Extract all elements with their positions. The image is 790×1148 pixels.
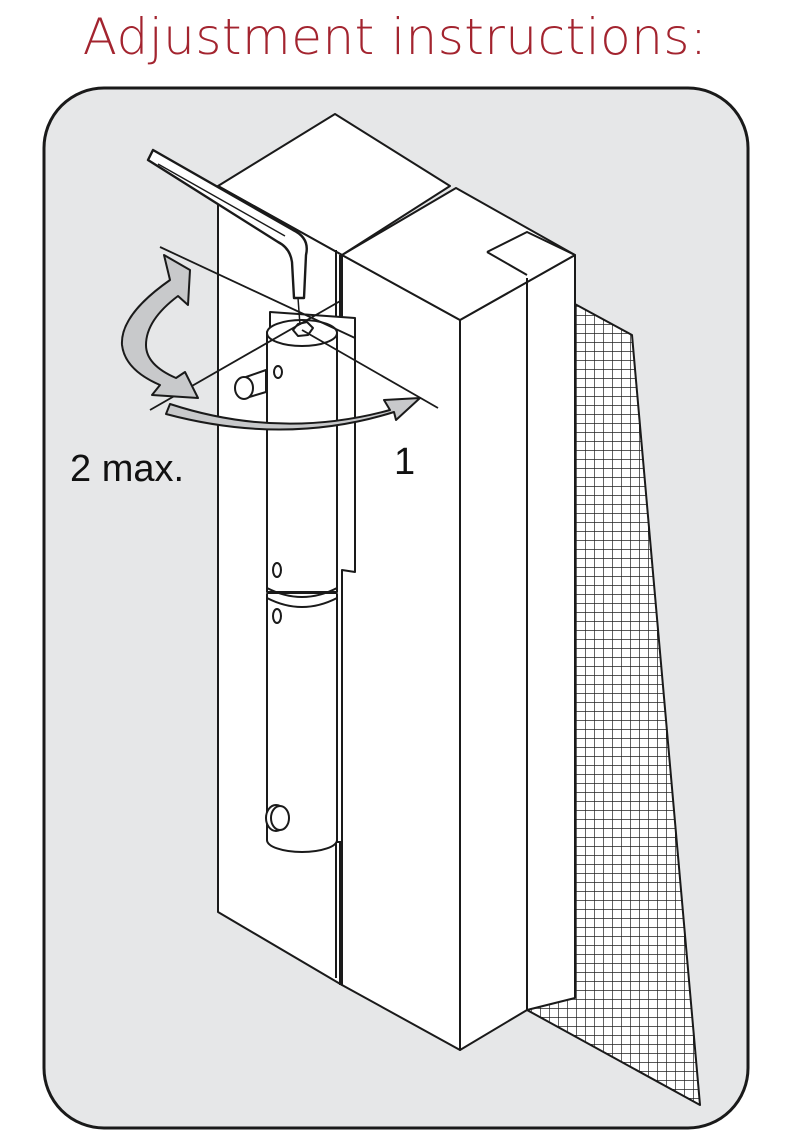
rotate-counterclockwise-arrow-icon: [120, 254, 199, 399]
rotate-clockwise-arrow-icon: [165, 397, 421, 431]
step-label: 1: [394, 441, 415, 483]
page-title: Adjustment instructions:: [82, 8, 708, 66]
max-rotation-label: 2 max.: [70, 448, 184, 490]
frame-profile: [341, 187, 576, 1051]
